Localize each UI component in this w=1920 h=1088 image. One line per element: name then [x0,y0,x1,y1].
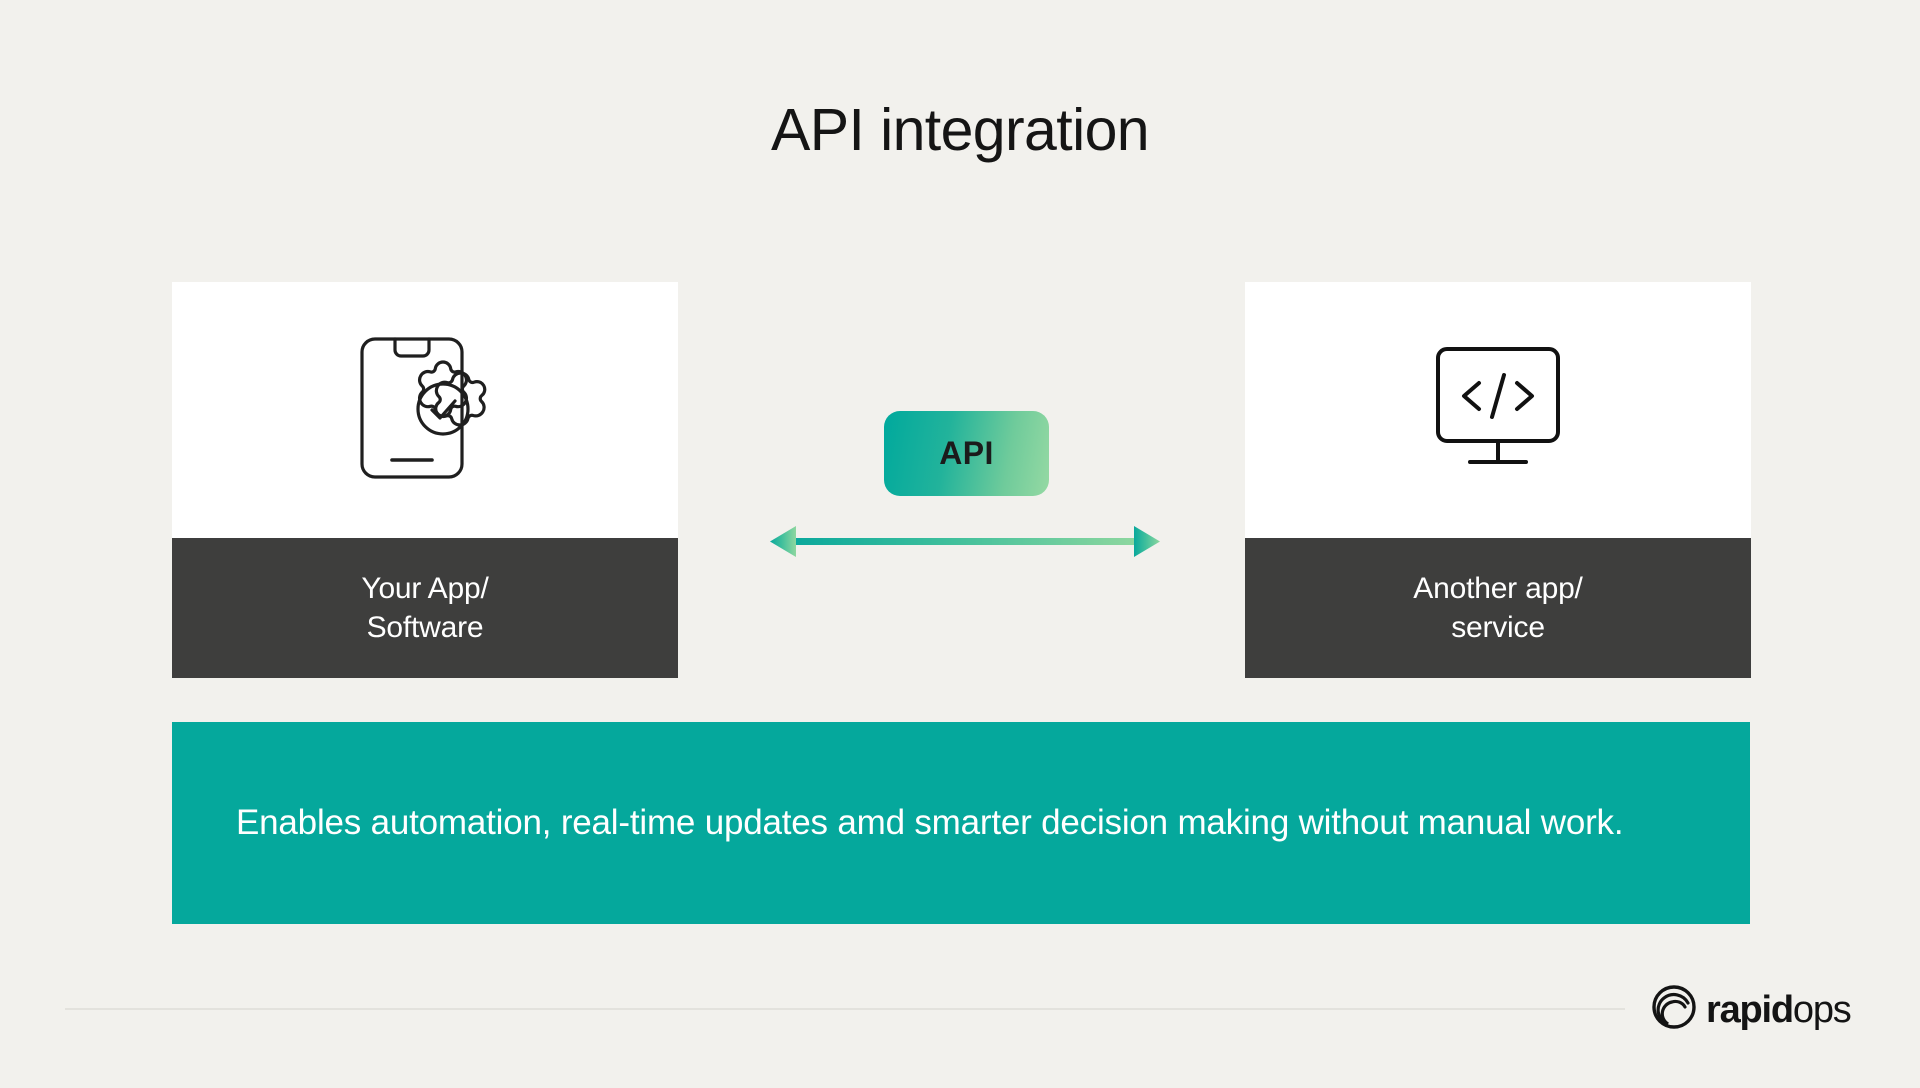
card-another-app: Another app/ service [1245,282,1751,678]
page-title: API integration [770,97,1150,163]
mobile-app-gear-check-icon [350,327,500,494]
connector-arrow [770,520,1160,564]
description-banner: Enables automation, real-time updates am… [172,722,1750,924]
rapidops-spiral-logo-icon [1652,985,1696,1034]
card-label: Another app/ service [1245,538,1751,678]
api-badge: API [884,411,1049,496]
brand-wordmark: rapidops [1706,988,1852,1031]
card-label: Your App/ Software [172,538,678,678]
card-label-line2: Software [366,611,484,644]
monitor-code-icon [1423,343,1573,478]
brand-wordmark-bold: rapid [1706,988,1794,1031]
card-label-line1: Your App/ [361,572,489,605]
card-label-line1: Another app/ [1413,572,1583,605]
brand-wordmark-light: ops [1792,988,1852,1031]
double-headed-arrow-icon [770,526,1160,557]
card-icon-area [172,282,678,538]
card-your-app: Your App/ Software [172,282,678,678]
description-text: Enables automation, real-time updates am… [236,802,1624,842]
card-icon-area [1245,282,1751,538]
footer-divider [65,1008,1625,1010]
card-label-line2: service [1451,611,1545,644]
brand-logo: rapidops [1652,985,1852,1034]
